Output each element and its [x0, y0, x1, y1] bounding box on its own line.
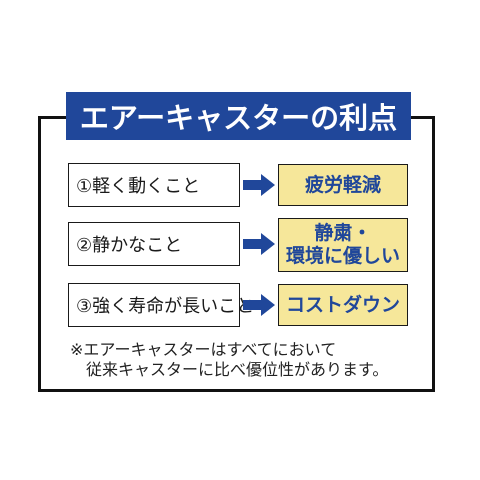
- benefit-text: 静粛・: [314, 222, 372, 245]
- advantage-label-text: ②静かなこと: [76, 235, 183, 256]
- title-banner: エアーキャスターの利点: [66, 92, 411, 140]
- advantage-label-3: ③強く寿命が長いこと: [68, 283, 254, 327]
- arrow-right-icon: [243, 174, 275, 196]
- page-title: エアーキャスターの利点: [79, 101, 398, 135]
- footnote: ※エアーキャスターはすべてにおいて 従来キャスターに比べ優位性があります。: [70, 340, 430, 380]
- advantage-label-text: ③強く寿命が長いこと: [76, 296, 255, 317]
- benefit-text: 疲労軽減: [304, 173, 381, 196]
- arrow-right-icon: [243, 294, 275, 316]
- benefit-text: 環境に優しい: [285, 245, 400, 267]
- benefit-box-1: 疲労軽減: [278, 164, 408, 206]
- advantage-label-1: ①軽く動くこと: [68, 163, 240, 207]
- footnote-line-2: 従来キャスターに比べ優位性があります。: [86, 360, 389, 379]
- advantage-label-2: ②静かなこと: [68, 222, 240, 266]
- arrow-right-icon: [243, 233, 275, 255]
- benefit-box-3: コストダウン: [278, 284, 408, 326]
- benefit-box-2: 静粛・ 環境に優しい: [278, 218, 408, 272]
- footnote-line-1: ※エアーキャスターはすべてにおいて: [70, 340, 337, 359]
- advantage-label-text: ①軽く動くこと: [76, 176, 201, 197]
- benefit-text: コストダウン: [285, 293, 400, 316]
